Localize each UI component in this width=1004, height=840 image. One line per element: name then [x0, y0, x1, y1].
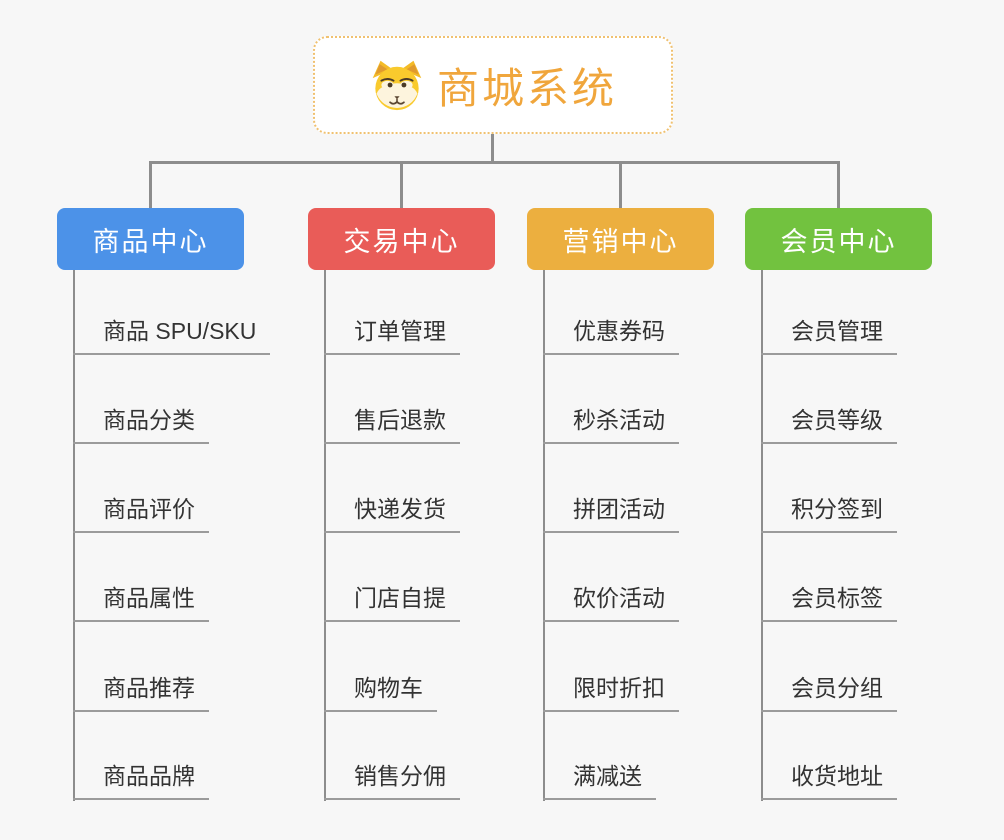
branch-node-member-center[interactable]: 会员中心 [745, 208, 932, 270]
connector-root-drop [491, 133, 494, 162]
child-node[interactable]: 商品分类 [73, 407, 209, 444]
child-node[interactable]: 销售分佣 [324, 763, 460, 800]
connector-horizontal [149, 161, 840, 164]
child-node[interactable]: 商品属性 [73, 585, 209, 622]
spine-marketing [543, 270, 545, 801]
child-node[interactable]: 门店自提 [324, 585, 460, 622]
child-node[interactable]: 商品推荐 [73, 675, 209, 712]
connector-drop-trade [400, 161, 403, 208]
spine-product [73, 270, 75, 801]
child-node[interactable]: 购物车 [324, 675, 437, 712]
child-node[interactable]: 快递发货 [324, 496, 460, 533]
child-node[interactable]: 限时折扣 [543, 675, 679, 712]
spine-trade [324, 270, 326, 801]
connector-drop-marketing [619, 161, 622, 208]
dog-face-icon [372, 60, 422, 111]
root-node[interactable]: 商城系统 [313, 36, 673, 134]
child-node[interactable]: 满减送 [543, 763, 656, 800]
branch-label: 会员中心 [780, 226, 897, 257]
branch-label: 商品中心 [92, 226, 209, 257]
branch-node-product-center[interactable]: 商品中心 [57, 208, 244, 270]
connector-drop-member [837, 161, 840, 208]
child-node[interactable]: 订单管理 [324, 318, 460, 355]
branch-node-trade-center[interactable]: 交易中心 [308, 208, 495, 270]
child-node[interactable]: 积分签到 [761, 496, 897, 533]
branch-node-marketing-center[interactable]: 营销中心 [527, 208, 714, 270]
child-node[interactable]: 拼团活动 [543, 496, 679, 533]
child-node[interactable]: 售后退款 [324, 407, 460, 444]
spine-member [761, 270, 763, 801]
child-node[interactable]: 会员分组 [761, 675, 897, 712]
child-node[interactable]: 商品品牌 [73, 763, 209, 800]
child-node[interactable]: 会员管理 [761, 318, 897, 355]
child-node[interactable]: 砍价活动 [543, 585, 679, 622]
child-node[interactable]: 商品 SPU/SKU [73, 318, 271, 355]
child-node[interactable]: 秒杀活动 [543, 407, 679, 444]
child-node[interactable]: 优惠券码 [543, 318, 679, 355]
branch-label: 交易中心 [343, 226, 460, 257]
connector-drop-product [149, 161, 152, 208]
child-node[interactable]: 收货地址 [761, 763, 897, 800]
child-node[interactable]: 会员标签 [761, 585, 897, 622]
child-node[interactable]: 商品评价 [73, 496, 209, 533]
root-title: 商城系统 [436, 64, 617, 112]
child-node[interactable]: 会员等级 [761, 407, 897, 444]
branch-label: 营销中心 [562, 226, 679, 257]
